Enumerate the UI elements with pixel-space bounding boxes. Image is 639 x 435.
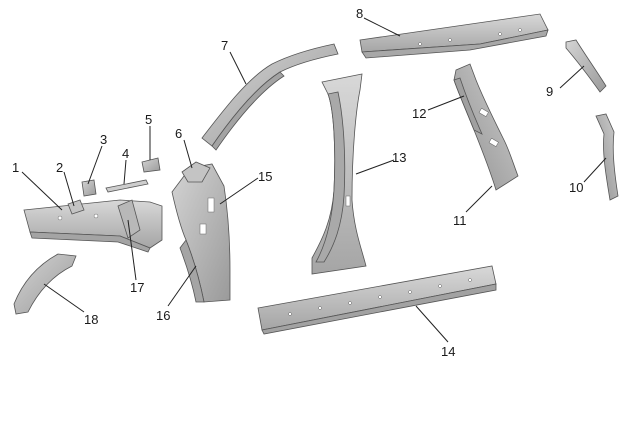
leader-18	[43, 283, 85, 313]
callout-11: 11	[453, 213, 467, 228]
leader-12	[427, 95, 465, 111]
leader-13	[355, 159, 395, 175]
callout-1: 1	[12, 160, 19, 175]
leader-9	[559, 65, 585, 89]
part-13	[311, 73, 367, 275]
leader-16	[167, 265, 197, 307]
callout-4: 4	[122, 146, 129, 161]
leader-17	[127, 219, 137, 281]
part-16	[171, 163, 231, 303]
callout-9: 9	[546, 84, 553, 99]
leader-3	[87, 145, 103, 185]
leader-7	[229, 51, 247, 85]
callout-13: 13	[392, 150, 406, 165]
leader-4	[123, 159, 127, 185]
leader-15	[219, 177, 259, 205]
callout-3: 3	[100, 132, 107, 147]
callout-6: 6	[175, 126, 182, 141]
callout-18: 18	[84, 312, 98, 327]
callout-14: 14	[441, 344, 455, 359]
leader-1	[21, 171, 63, 211]
leader-2	[63, 171, 75, 207]
part-1	[23, 199, 163, 253]
callout-labels: 1 2 3 4 5 6 7 8 9 10 11 12 13 14 15 16 1…	[12, 6, 583, 359]
leader-6	[183, 139, 193, 169]
part-8	[359, 13, 549, 59]
leader-10	[583, 157, 607, 183]
callout-2: 2	[56, 160, 63, 175]
part-18	[13, 253, 77, 315]
leader-11	[465, 185, 493, 213]
callout-7: 7	[221, 38, 228, 53]
callout-16: 16	[156, 308, 170, 323]
callout-5: 5	[145, 112, 152, 127]
part-14	[257, 265, 497, 335]
part-5	[141, 157, 161, 173]
callout-8: 8	[356, 6, 363, 21]
callout-12: 12	[412, 106, 426, 121]
part-4	[105, 179, 149, 193]
part-3	[81, 179, 97, 197]
part-6	[181, 161, 211, 183]
callout-17: 17	[130, 280, 144, 295]
rocker-holes	[288, 278, 472, 316]
leader-lines	[21, 17, 607, 343]
callout-15: 15	[258, 169, 272, 184]
leader-8	[363, 17, 401, 37]
part-10	[595, 113, 619, 201]
leader-14	[415, 305, 449, 343]
part-2	[67, 199, 85, 215]
part-7	[201, 43, 339, 151]
callout-10: 10	[569, 180, 583, 195]
part-9	[565, 39, 607, 93]
part-17	[117, 199, 141, 239]
part-12	[453, 63, 519, 191]
